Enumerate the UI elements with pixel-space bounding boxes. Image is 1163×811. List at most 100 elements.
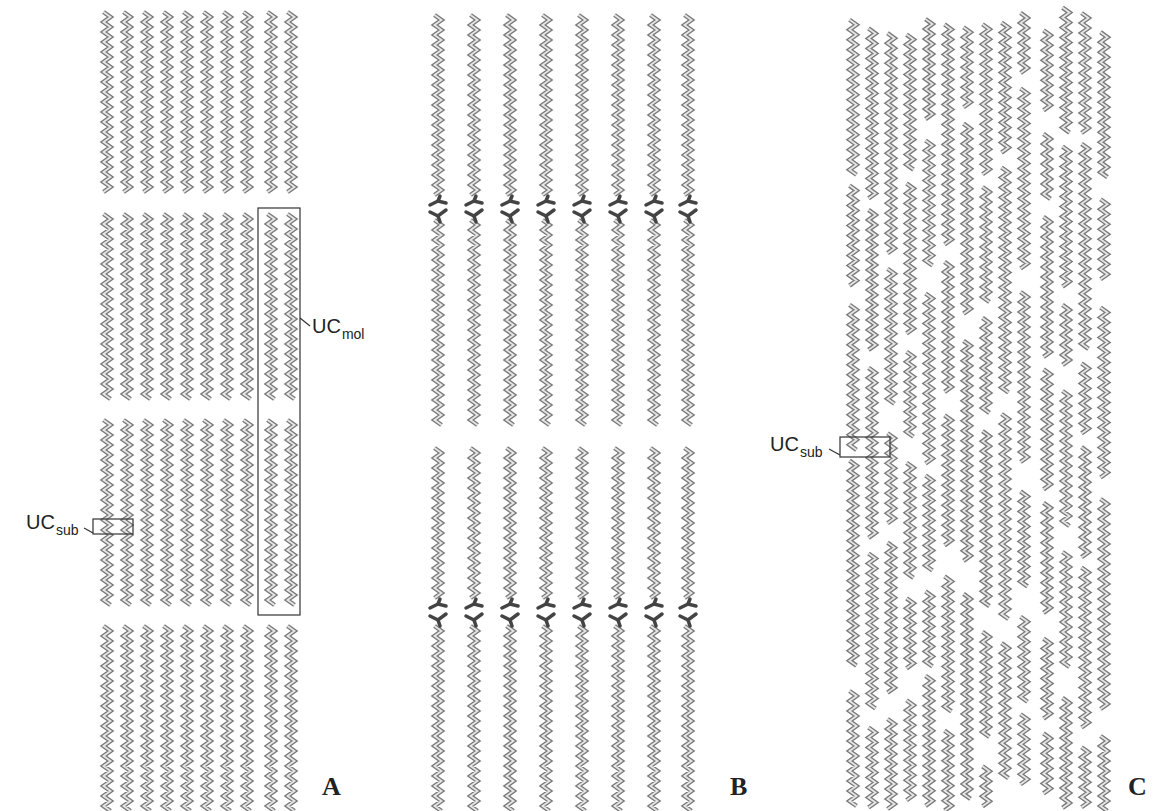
chain-fill [907,35,914,170]
chain-outline [244,626,251,811]
chain-outline [869,368,876,538]
chain-outline [507,448,514,598]
unit-cell-box [840,437,890,457]
chain-outline [435,626,442,811]
chain-fill [144,420,151,605]
chain-fill [1101,32,1108,177]
chain-outline [945,731,952,811]
panel-letter: B [730,774,747,800]
chain-fill [1063,698,1070,808]
chain-fill [850,461,857,666]
chain-fill [964,594,971,799]
subscript: sub [800,445,823,459]
chain-outline [651,220,658,425]
chain-outline [104,12,111,192]
chain-outline [651,15,658,195]
chain-fill [945,731,952,811]
chain-outline [907,463,914,578]
chain-fill [1002,414,1009,619]
head-group [618,620,620,626]
chain-fill [435,448,442,598]
chain-fill [288,420,295,605]
chain-fill [685,15,692,195]
head-group [582,620,584,626]
chain-fill [124,214,131,399]
chain-outline [869,728,876,808]
chain-fill [1082,144,1089,349]
head-group [438,196,440,201]
chain-fill [651,626,658,811]
chain-outline [184,12,191,192]
chain-fill [1044,30,1051,110]
chain-fill [164,214,171,399]
chain-fill [471,448,478,598]
chain-outline [1002,643,1009,778]
chain-fill [104,12,111,192]
chain-fill [124,12,131,192]
chain-fill [1002,168,1009,393]
chain-outline [507,15,514,195]
chain-fill [945,24,952,244]
chain-outline [204,420,211,605]
chain-outline [1044,369,1051,489]
chain-outline [945,262,952,392]
chain-outline [1021,617,1028,702]
chain-outline [184,626,191,811]
chain-fill [471,220,478,425]
chain-fill [945,415,952,545]
chain-fill [1021,292,1028,462]
chain-fill [907,352,914,437]
head-groups [430,196,696,626]
head-group [582,216,584,222]
chain-outline [204,214,211,399]
head-group [474,599,476,604]
chain-fill [204,214,211,399]
head-group [546,620,548,626]
chain-fill [869,210,876,350]
chain-outline [850,20,857,175]
chain-outline [224,420,231,605]
chain-outline [1021,491,1028,586]
chain-outline [945,24,952,244]
chain-outline [1082,363,1089,433]
chain-outline [1082,13,1089,133]
chain-fill [268,626,275,811]
chain-fill [1082,568,1089,728]
panel-letter: C [1128,774,1147,800]
chain-fill [1044,639,1051,719]
chain-fill [615,448,622,598]
chain-fill [543,220,550,425]
chain-outline [543,626,550,811]
chain-outline [1082,747,1089,807]
unit-cell-box [93,519,133,534]
chain-outline [124,626,131,811]
chain-outline [144,420,151,605]
leader-line [829,449,840,455]
chain-outline [869,210,876,350]
chain-outline [268,12,275,192]
chain-fill [945,576,952,711]
chain-fill [888,543,895,693]
chain-outline [579,626,586,811]
chain-fill [888,33,895,253]
chain-outline [507,626,514,811]
chain-fill [184,626,191,811]
head-group [474,216,476,222]
chain-outline [1101,32,1108,177]
chain-fill [850,20,857,175]
chain-fill [926,19,933,119]
chain-outline [435,448,442,598]
chain-outline [964,341,971,561]
chain-fill [104,626,111,811]
chain-fill [144,12,151,192]
chain-fill [907,700,914,800]
chain-fill [850,186,857,286]
chain-fill [1021,88,1028,268]
chain-fill [1021,13,1028,73]
chain-outline [144,12,151,192]
chain-outline [543,448,550,598]
chain-fill [204,626,211,811]
chain-outline [888,33,895,253]
chain-fill [435,15,442,195]
